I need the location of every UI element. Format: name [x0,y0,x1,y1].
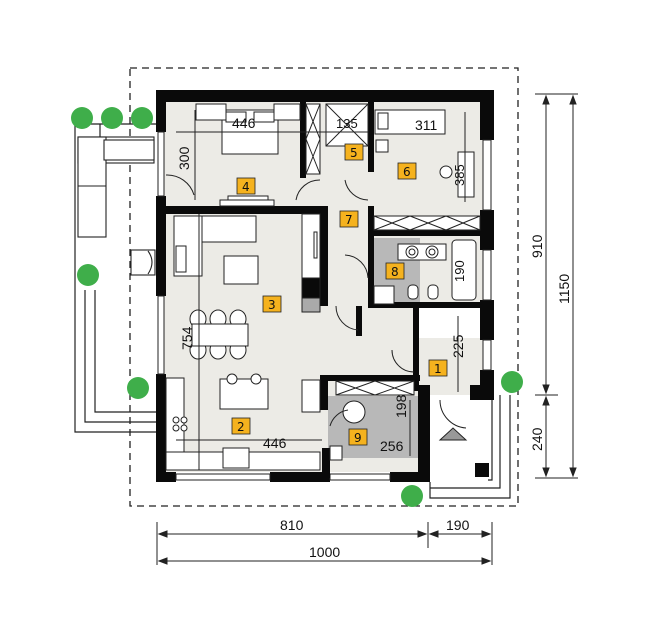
room-label-3: 3 [262,295,282,313]
dining-table-icon [189,309,249,360]
outdoor-sofa-icon [77,136,155,238]
dim-right-total: 1150 [556,274,572,304]
room-label-7: 7 [339,210,359,228]
dim-bottom-total: 1000 [309,544,340,560]
dim-room3-depth: 754 [179,326,195,350]
dim-room9-width: 256 [380,438,404,454]
dim-room9-depth: 198 [393,394,409,418]
room-label-6: 6 [397,162,417,180]
room-label-9: 9 [348,428,368,446]
doors [165,174,467,429]
dim-room5-width: 135 [336,116,358,131]
dim-room1-depth: 225 [450,334,466,358]
outer-dimension-lines-bottom [156,522,493,565]
entrance-arrow-icon [438,427,468,441]
wardrobe-icons [305,103,481,396]
pillar-icon [475,463,489,477]
plot-boundary [129,67,519,507]
exterior-walls [156,90,494,482]
dim-bottom-left: 810 [280,517,304,533]
dim-room4-width: 446 [232,115,256,131]
dim-right-upper: 910 [529,234,545,258]
dim-right-lower: 240 [529,427,545,451]
plant-icons [71,107,523,507]
kitchen-island-icon [219,373,269,410]
dim-room2-width: 446 [263,435,287,451]
kitchen-counter-icon [165,377,321,471]
room-label-2: 2 [231,417,251,435]
room-label-8: 8 [385,262,405,280]
interior-walls [166,102,480,478]
svg-text:3: 3 [268,298,276,312]
living-sofa-icon [173,215,259,285]
outer-dimension-lines-right [535,93,578,479]
dim-room6-width: 311 [415,117,438,133]
svg-text:4: 4 [242,180,250,194]
room-label-4: 4 [236,177,256,195]
svg-text:1: 1 [434,362,442,376]
svg-text:9: 9 [354,431,362,445]
bathroom-fixtures-icon [373,239,477,305]
windows [157,131,492,481]
dim-room4-depth: 300 [176,146,192,170]
svg-text:2: 2 [237,420,245,434]
svg-text:5: 5 [350,146,358,160]
dim-room6-depth: 385 [452,164,467,186]
svg-text:8: 8 [391,265,399,279]
wc-fixtures-icon [329,400,366,461]
dim-bottom-right: 190 [446,517,470,533]
svg-text:6: 6 [403,165,411,179]
room-label-1: 1 [428,359,448,377]
tv-cabinet-icon [301,213,321,313]
svg-text:7: 7 [345,213,353,227]
inner-dimension-lines [176,110,466,470]
room-label-5: 5 [344,143,364,161]
outdoor-chair-icon [130,249,156,276]
dim-room8-bath: 190 [452,260,467,282]
office-desk-icon [374,109,475,198]
